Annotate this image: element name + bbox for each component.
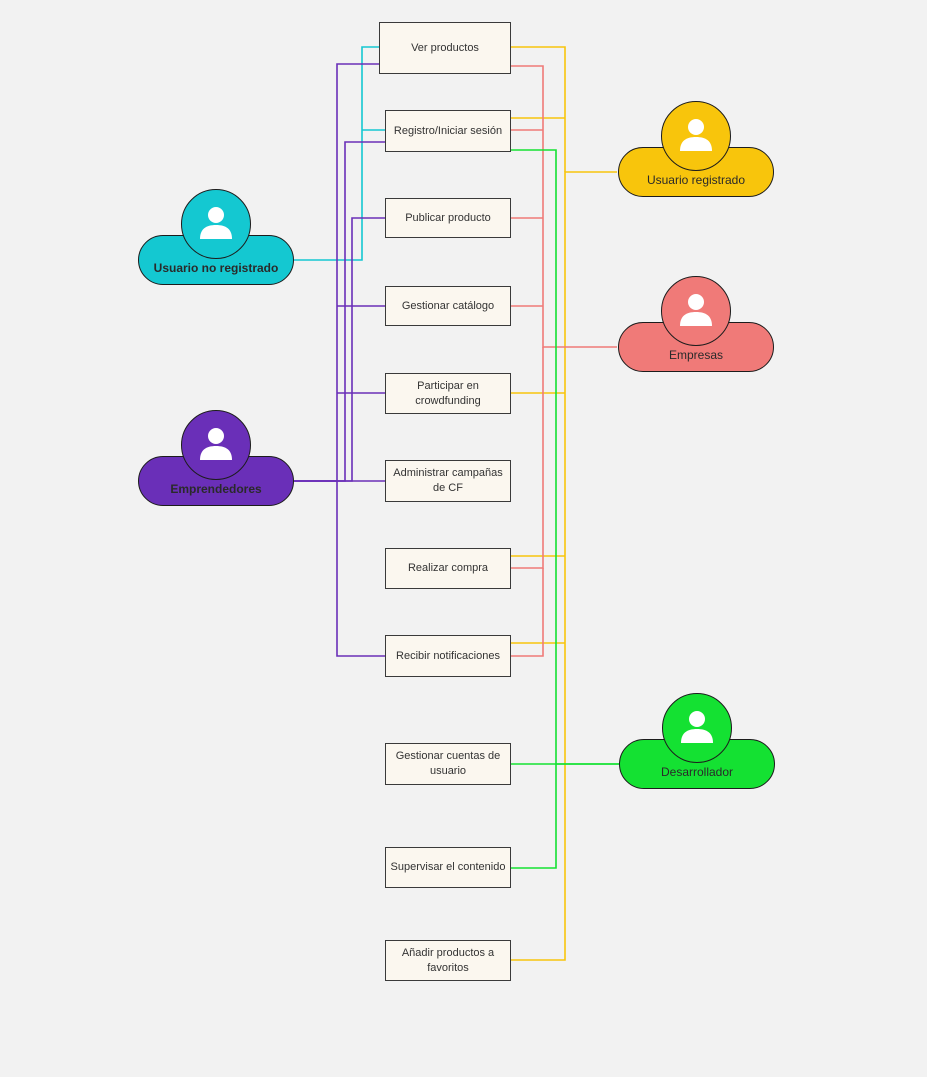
use-case-label: Gestionar catálogo [401,299,495,312]
use-case-gestionar-cuentas[interactable]: Gestionar cuentas de usuario [385,743,511,785]
actor-head [181,410,251,480]
use-case-label: Gestionar cuentas de usuario [395,750,501,777]
use-case-label: Realizar compra [407,562,489,574]
actor-head [661,101,731,171]
actor-head [181,189,251,259]
use-case-administrar-campanas[interactable]: Administrar campañas de CF [385,460,511,502]
use-case-label: Supervisar el contenido [390,861,506,873]
connector-emprendedores-publicar [294,217,385,482]
use-case-label: Registro/Iniciar sesión [393,124,503,137]
user-icon [196,202,236,247]
use-case-label: Administrar campañas de CF [393,467,503,494]
use-case-realizar-compra[interactable]: Realizar compra [385,548,511,589]
connectors-emprendedores [294,63,385,657]
user-icon [677,706,717,751]
actor-name: Usuario registrado [646,173,746,187]
connector-registrado-trunk [511,171,617,961]
connector-emprendedores-trunk [294,63,379,482]
use-case-label: Recibir notificaciones [396,649,500,662]
user-icon [196,423,236,468]
use-case-recibir-notificaciones[interactable]: Recibir notificaciones [385,635,511,677]
use-case-gestionar-catalogo[interactable]: Gestionar catálogo [385,286,511,326]
actor-head [662,693,732,763]
use-case-label: Publicar producto [405,211,491,224]
connectors-empresas [511,65,617,657]
connectors-desarrollador [511,149,619,869]
actor-head [661,276,731,346]
user-icon [676,289,716,334]
connector-emprendedores-notificaciones [336,481,385,657]
use-case-label: Añadir productos a favoritos [401,946,495,974]
use-case-registro[interactable]: Registro/Iniciar sesión [385,110,511,152]
connector-empresas-compra [511,347,544,569]
connectors-usuario-no-registrado [294,46,385,261]
actor-usuario-no-registrado[interactable]: Usuario no registrado [138,189,294,285]
connector-emprendedores-registro [294,141,385,482]
connector-empresas-trunk [511,65,617,348]
actor-desarrollador[interactable]: Desarrollador [619,693,775,789]
actor-name: Usuario no registrado [153,261,279,275]
connector-registrado-ver-productos [511,46,566,172]
user-icon [676,114,716,159]
connector-desarrollador-contenido [511,764,557,869]
use-case-supervisar-contenido[interactable]: Supervisar el contenido [385,847,511,888]
use-case-anadir-favoritos[interactable]: Añadir productos a favoritos [385,940,511,981]
use-case-label: Ver productos [411,41,479,54]
connector-empresas-notificaciones [511,568,544,657]
use-case-label: Participar en crowdfunding [415,379,481,407]
actor-name: Emprendedores [170,482,262,496]
use-case-participar-crowdfunding[interactable]: Participar en crowdfunding [385,373,511,414]
actor-name: Empresas [668,348,724,362]
actor-empresas[interactable]: Empresas [618,276,774,372]
actor-name: Desarrollador [660,765,734,779]
connector-no-registrado-ver-productos [294,46,379,261]
use-case-ver-productos[interactable]: Ver productos [379,22,511,74]
connectors-usuario-registrado [511,46,617,961]
use-case-publicar-producto[interactable]: Publicar producto [385,198,511,238]
actor-emprendedores[interactable]: Emprendedores [138,410,294,506]
actor-usuario-registrado[interactable]: Usuario registrado [618,101,774,197]
